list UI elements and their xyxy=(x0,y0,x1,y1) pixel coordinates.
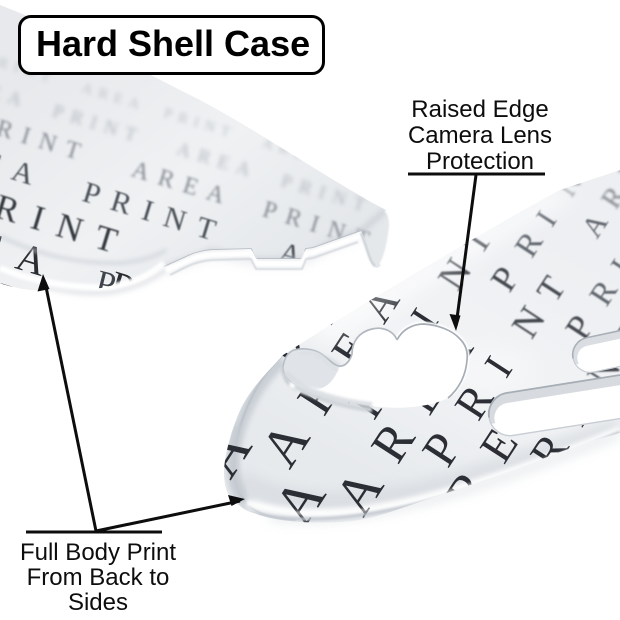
svg-text:E: E xyxy=(466,60,501,91)
svg-text:E: E xyxy=(295,574,373,620)
svg-text:AREA: AREA xyxy=(0,280,84,398)
svg-text:T: T xyxy=(421,48,456,79)
svg-text:A: A xyxy=(483,31,520,65)
svg-text:E: E xyxy=(613,156,620,187)
svg-text:A: A xyxy=(473,556,546,620)
